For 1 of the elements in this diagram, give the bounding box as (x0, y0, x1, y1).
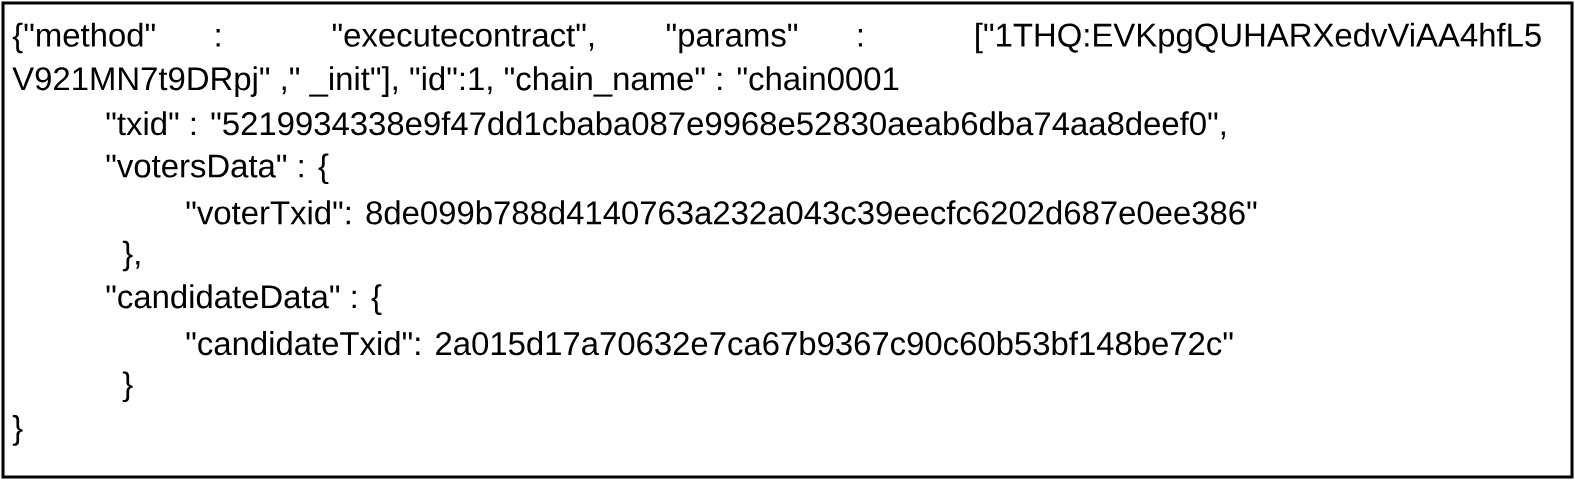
code-box: {"method" : "executecontract", "params" : ["1THQ:EVKpgQUHARXedvViAA4hfL5 V921MN7t9DRpj" ," _init"], "id":1, "chain_name" : "chain0001 "txid" : "5219934338e9f47dd1cbaba087e9968e52830aeab6dba74aa8deef0", "votersData" : { "voterTxid": 8de099b788d4140763a232a043c39eecfc6202d687e0ee386" }, "candidateData" : { "candidateTxid": 2a015d17a70632e7ca67b9367c90c60b53bf148be72c" } } (1, 1, 1574, 479)
